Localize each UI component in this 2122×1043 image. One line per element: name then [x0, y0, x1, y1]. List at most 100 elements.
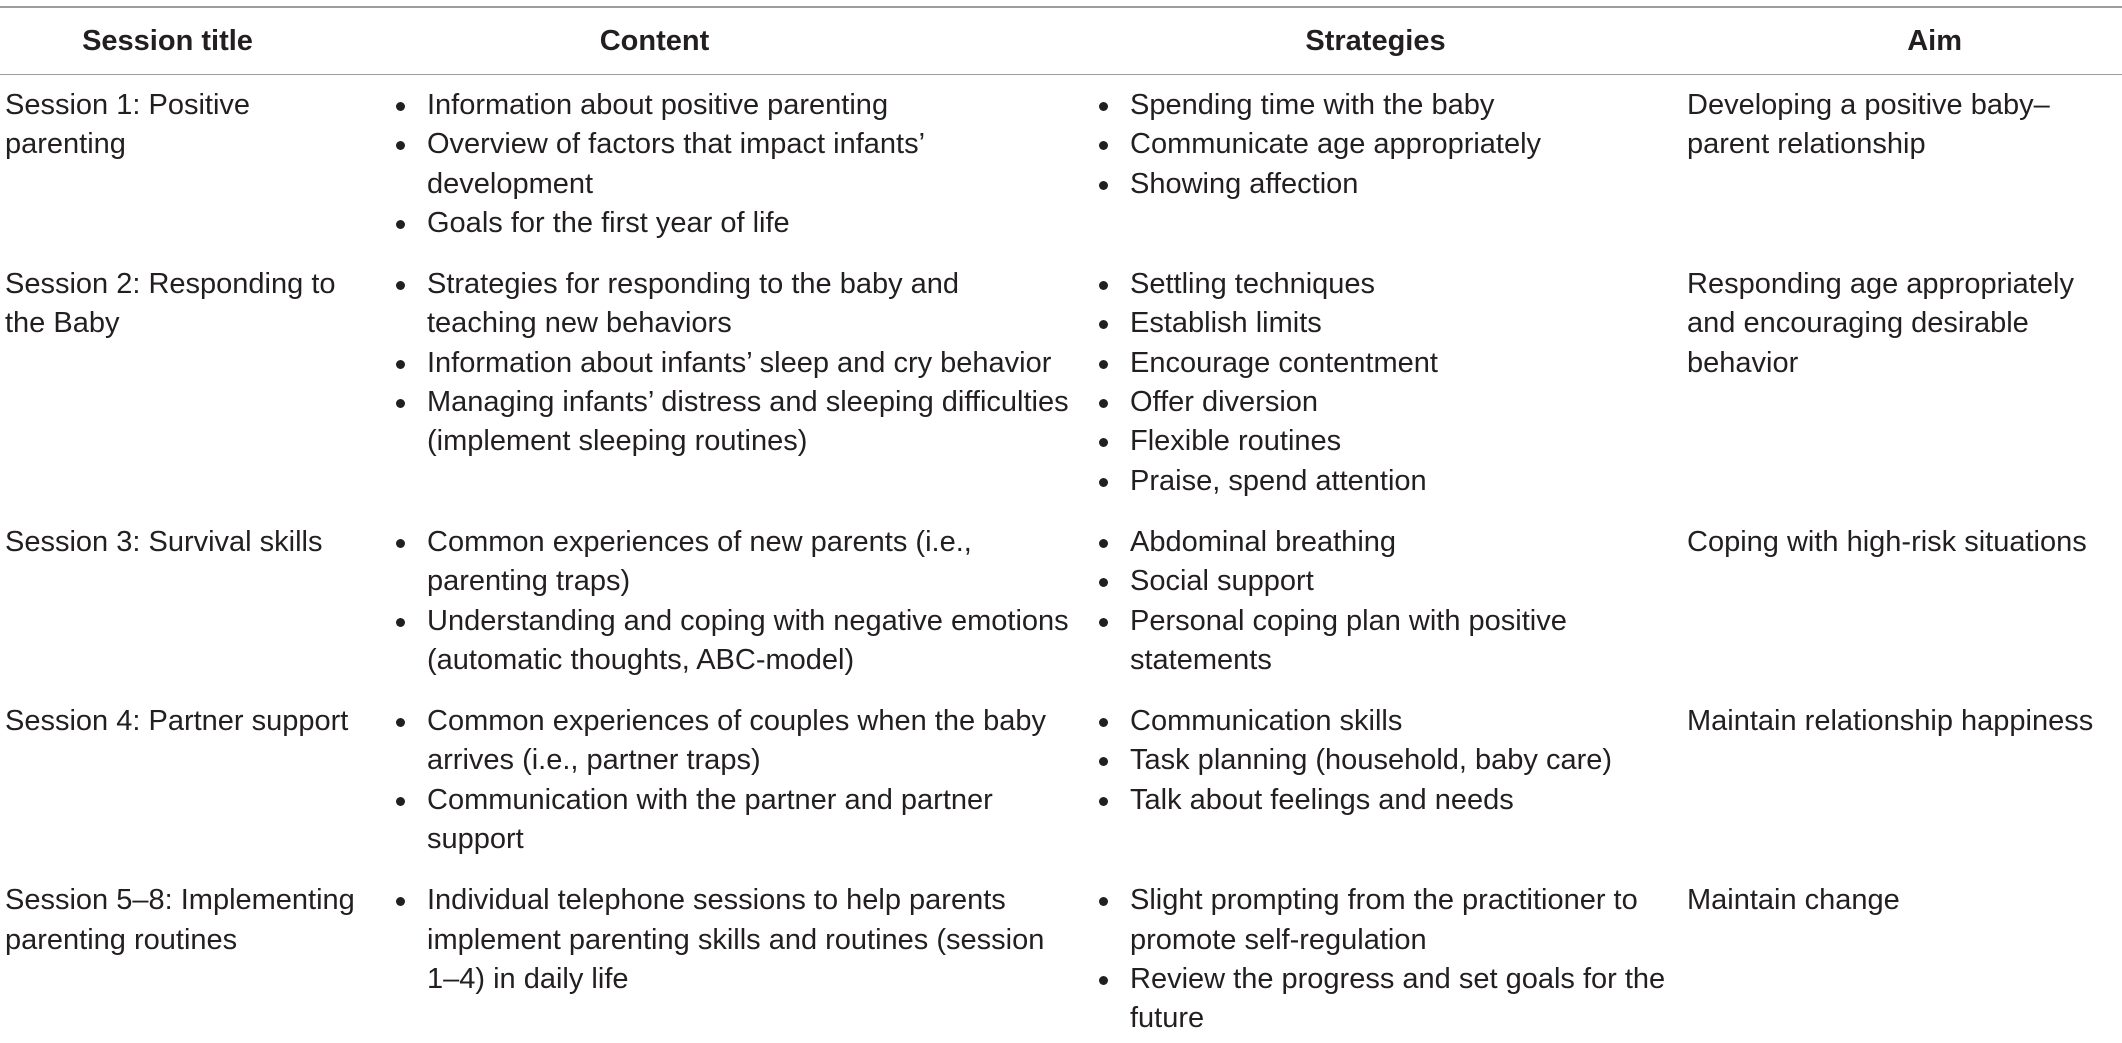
header-row: Session title Content Strategies Aim [0, 7, 2122, 75]
content-cell: Common experiences of new parents (i.e.,… [375, 512, 1094, 691]
aim-cell: Coping with high-risk situations [1687, 525, 2087, 558]
bullet-icon [1099, 438, 1108, 448]
session-title-cell: Session 5–8: Implementing parenting rout… [5, 884, 355, 956]
strategy-item: Flexible routines [1094, 422, 1677, 461]
bullet-icon [1099, 897, 1108, 907]
content-list: Common experiences of couples when the b… [391, 702, 1074, 859]
strategy-text: Social support [1130, 565, 1314, 598]
table-row: Session 4: Partner support Common experie… [0, 691, 2122, 870]
content-item: Common experiences of new parents (i.e.,… [391, 523, 1074, 602]
header-strategies: Strategies [1305, 24, 1446, 57]
content-item: Individual telephone sessions to help pa… [391, 881, 1074, 999]
strategy-item: Task planning (household, baby care) [1094, 741, 1677, 780]
content-text: Strategies for responding to the baby an… [427, 268, 960, 340]
bullet-icon [396, 102, 405, 111]
bullet-icon [396, 796, 405, 806]
bullet-icon [1099, 320, 1108, 330]
table-row: Session 3: Survival skills Common experie… [0, 512, 2122, 691]
content-text: Individual telephone sessions to help pa… [427, 884, 1045, 995]
strategy-item: Abdominal breathing [1094, 523, 1677, 562]
bullet-icon [396, 538, 405, 548]
strategy-item: Settling techniques [1094, 265, 1677, 304]
strategy-item: Spending time with the baby [1094, 86, 1677, 125]
strategy-item: Slight prompting from the practitioner t… [1094, 881, 1677, 960]
bullet-icon [1099, 578, 1108, 588]
content-text: Understanding and coping with negative e… [427, 604, 1069, 676]
aim-cell: Responding age appropriately and encoura… [1687, 268, 2074, 379]
strategy-item: Showing affection [1094, 165, 1677, 204]
session-title-cell: Session 3: Survival skills [5, 525, 323, 558]
aim-cell: Maintain relationship happiness [1687, 705, 2094, 738]
content-text: Managing infants’ distress and sleeping … [427, 386, 1069, 458]
bullet-icon [396, 718, 405, 728]
strategy-text: Review the progress and set goals for th… [1130, 962, 1666, 1035]
strategy-list: Slight prompting from the practitioner t… [1094, 881, 1677, 1038]
strategy-item: Communicate age appropriately [1094, 125, 1677, 164]
content-item: Information about positive parenting [391, 86, 1074, 125]
strategy-item: Talk about feelings and needs [1094, 781, 1677, 820]
bullet-icon [396, 399, 405, 409]
bullet-icon [1099, 718, 1108, 728]
content-text: Common experiences of new parents (i.e.,… [427, 525, 972, 598]
strategy-item: Review the progress and set goals for th… [1094, 960, 1677, 1039]
bullet-icon [1099, 141, 1108, 151]
session-title-cell: Session 1: Positive parenting [5, 89, 251, 161]
bullet-icon [396, 617, 405, 627]
strategy-item: Offer diversion [1094, 383, 1677, 422]
strategy-item: Personal coping plan with positive state… [1094, 602, 1677, 681]
header-aim: Aim [1907, 24, 1962, 57]
content-item: Information about infants’ sleep and cry… [391, 344, 1074, 383]
session-title-cell: Session 4: Partner support [5, 705, 349, 738]
strategy-item: Social support [1094, 562, 1677, 601]
content-item: Communication with the partner and partn… [391, 781, 1074, 860]
content-item: Overview of factors that impact infants’… [391, 125, 1074, 204]
strategies-cell: Slight prompting from the practitioner t… [1094, 870, 1687, 1042]
strategy-text: Task planning (household, baby care) [1130, 744, 1613, 777]
content-item: Managing infants’ distress and sleeping … [391, 383, 1074, 462]
session-title-cell: Session 2: Responding to the Baby [5, 268, 336, 340]
bullet-icon [1099, 399, 1108, 409]
session-table-container: Session title Content Strategies Aim Ses… [0, 6, 2122, 1043]
strategy-text: Abdominal breathing [1130, 525, 1397, 558]
strategy-text: Spending time with the baby [1130, 89, 1495, 121]
content-text: Information about infants’ sleep and cry… [427, 346, 1052, 379]
strategy-text: Establish limits [1130, 307, 1322, 340]
content-list: Strategies for responding to the baby an… [391, 265, 1074, 461]
content-list: Individual telephone sessions to help pa… [391, 881, 1074, 999]
content-cell: Individual telephone sessions to help pa… [375, 870, 1094, 1042]
content-text: Overview of factors that impact infants’… [427, 128, 924, 200]
strategy-text: Flexible routines [1130, 425, 1342, 458]
strategy-text: Settling techniques [1130, 268, 1376, 301]
bullet-icon [1099, 477, 1108, 487]
strategy-text: Praise, spend attention [1130, 464, 1427, 497]
bullet-icon [396, 359, 405, 369]
table-header: Session title Content Strategies Aim [0, 7, 2122, 75]
bullet-icon [1099, 796, 1108, 806]
bullet-icon [1099, 180, 1108, 190]
content-text: Common experiences of couples when the b… [427, 705, 1047, 777]
strategy-text: Communication skills [1130, 705, 1403, 738]
table-row: Session 5–8: Implementing parenting rout… [0, 870, 2122, 1042]
content-item: Goals for the first year of life [391, 204, 1074, 243]
bullet-icon [1099, 281, 1108, 291]
strategy-text: Showing affection [1130, 167, 1359, 200]
table-row: Session 1: Positive parenting Information… [0, 75, 2122, 255]
strategy-item: Praise, spend attention [1094, 462, 1677, 501]
strategy-item: Establish limits [1094, 304, 1677, 343]
strategy-text: Offer diversion [1130, 386, 1319, 419]
strategy-text: Communicate age appropriately [1130, 128, 1542, 161]
strategy-text: Talk about feelings and needs [1130, 783, 1514, 816]
content-text: Information about positive parenting [427, 89, 889, 121]
header-session-title: Session title [82, 24, 253, 57]
